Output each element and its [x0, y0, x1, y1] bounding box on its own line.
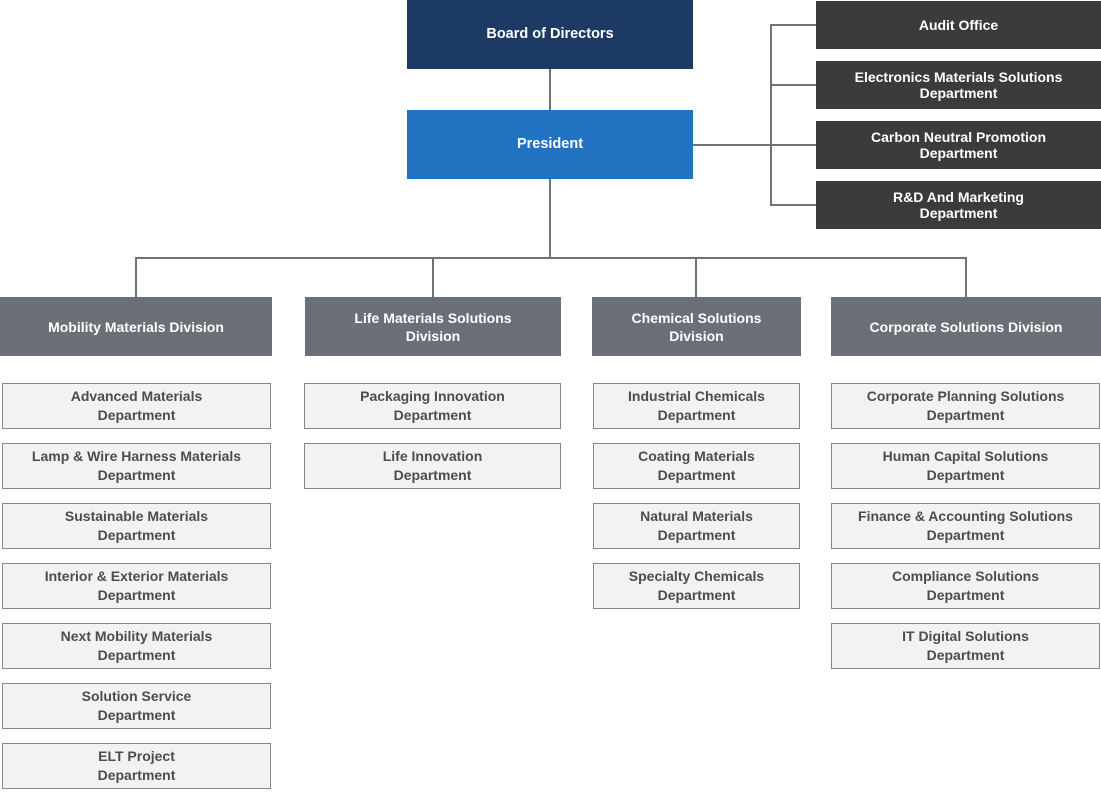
connector-drop-life — [432, 257, 434, 298]
connector-division-bus — [135, 257, 967, 259]
connector-stub-electronics — [770, 84, 816, 86]
node-dept-lamp-wire-harness-materials: Lamp & Wire Harness Materials Department — [2, 443, 271, 489]
node-rd-and-marketing: R&D And Marketing Department — [816, 181, 1101, 229]
node-dept-natural-materials: Natural Materials Department — [593, 503, 800, 549]
connector-stub-audit — [770, 24, 816, 26]
connector-board-to-president — [549, 69, 551, 110]
node-president: President — [407, 110, 693, 179]
node-division-mobility-materials: Mobility Materials Division — [0, 297, 272, 356]
node-carbon-neutral-promotion: Carbon Neutral Promotion Department — [816, 121, 1101, 169]
node-dept-finance-accounting-solutions: Finance & Accounting Solutions Departmen… — [831, 503, 1100, 549]
node-dept-advanced-materials: Advanced Materials Department — [2, 383, 271, 429]
connector-drop-mobility — [135, 257, 137, 298]
node-division-chemical-solutions: Chemical Solutions Division — [592, 297, 801, 356]
node-dept-human-capital-solutions: Human Capital Solutions Department — [831, 443, 1100, 489]
node-audit-office: Audit Office — [816, 1, 1101, 49]
node-dept-specialty-chemicals: Specialty Chemicals Department — [593, 563, 800, 609]
node-dept-it-digital-solutions: IT Digital Solutions Department — [831, 623, 1100, 669]
connector-drop-corporate — [965, 257, 967, 298]
node-dept-interior-exterior-materials: Interior & Exterior Materials Department — [2, 563, 271, 609]
node-electronics-materials-solutions: Electronics Materials Solutions Departme… — [816, 61, 1101, 109]
connector-president-to-staff — [693, 144, 816, 146]
node-dept-corporate-planning-solutions: Corporate Planning Solutions Department — [831, 383, 1100, 429]
node-dept-industrial-chemicals: Industrial Chemicals Department — [593, 383, 800, 429]
connector-president-to-bus — [549, 179, 551, 259]
node-division-corporate-solutions: Corporate Solutions Division — [831, 297, 1101, 356]
connector-drop-chemical — [695, 257, 697, 298]
node-dept-solution-service: Solution Service Department — [2, 683, 271, 729]
connector-staff-spine — [770, 24, 772, 206]
connector-stub-rd-marketing — [770, 204, 816, 206]
node-board-of-directors: Board of Directors — [407, 0, 693, 69]
node-dept-life-innovation: Life Innovation Department — [304, 443, 561, 489]
node-division-life-materials: Life Materials Solutions Division — [305, 297, 561, 356]
node-dept-next-mobility-materials: Next Mobility Materials Department — [2, 623, 271, 669]
node-dept-elt-project: ELT Project Department — [2, 743, 271, 789]
node-dept-compliance-solutions: Compliance Solutions Department — [831, 563, 1100, 609]
node-dept-packaging-innovation: Packaging Innovation Department — [304, 383, 561, 429]
node-dept-coating-materials: Coating Materials Department — [593, 443, 800, 489]
node-dept-sustainable-materials: Sustainable Materials Department — [2, 503, 271, 549]
